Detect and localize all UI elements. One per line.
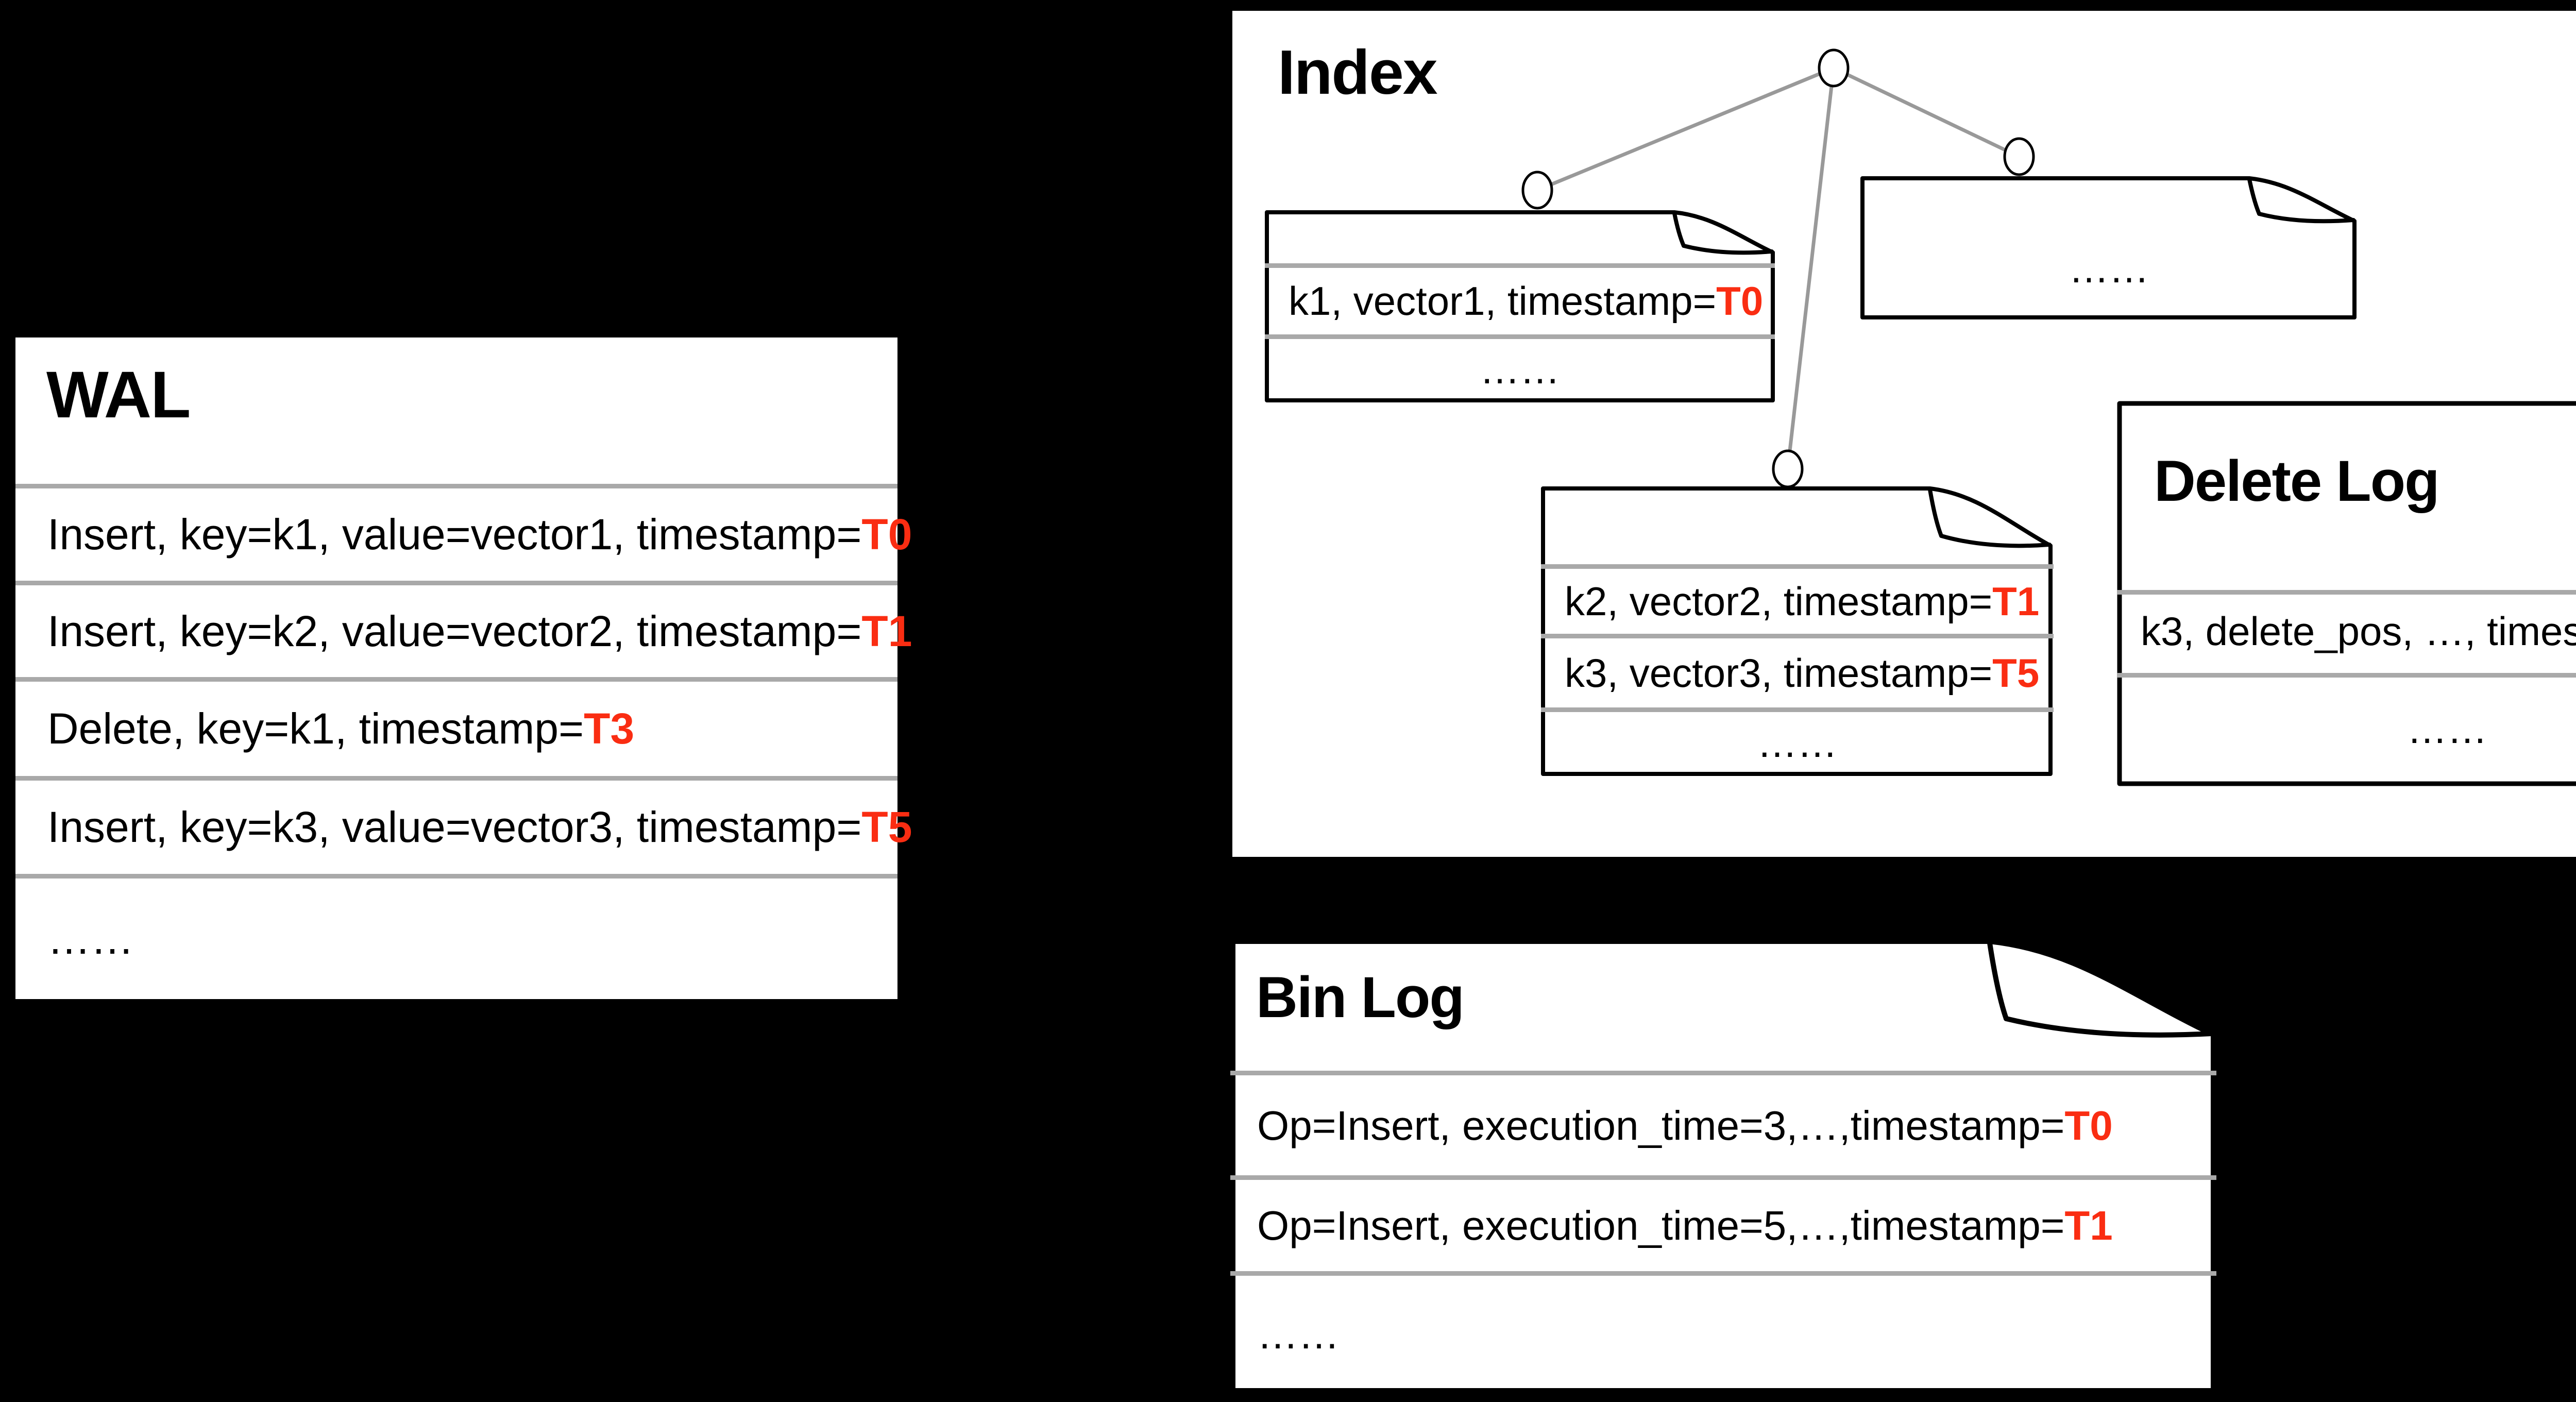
row-divider: [1265, 334, 1775, 339]
row-timestamp: T5: [861, 803, 912, 851]
row-timestamp: T1: [2064, 1202, 2113, 1248]
row-divider: [15, 484, 897, 488]
tree-edge: [1536, 66, 1835, 192]
page-outline: [1230, 939, 2216, 1393]
segment-row: ……: [1265, 339, 1775, 400]
wal-box: WAL Insert, key=k1, value=vector1, times…: [15, 337, 912, 999]
row-divider: [15, 677, 897, 682]
row-timestamp: T3: [584, 704, 635, 753]
folded-corner: [1987, 940, 2009, 1021]
row-divider: [2117, 590, 2576, 595]
row-text: k2, vector2, timestamp=: [1565, 578, 1993, 624]
row-timestamp: T1: [1992, 578, 2040, 624]
wal-row: Insert, key=k3, value=vector3, timestamp…: [15, 781, 912, 874]
tree-edge: [1833, 66, 2020, 159]
folded-corner: [2247, 177, 2261, 216]
row-divider: [15, 776, 897, 781]
row-text: k3, vector3, timestamp=: [1565, 650, 1993, 696]
row-divider: [15, 874, 897, 879]
row-text: Delete, key=k1, timestamp=: [47, 704, 584, 753]
segment-row: ……: [1860, 217, 2358, 319]
segment-row: k3, vector3, timestamp=T5: [1541, 638, 2054, 707]
row-text: Insert, key=k1, value=vector1, timestamp…: [47, 510, 862, 559]
index-title: Index: [1278, 37, 1438, 107]
tree-node-middle: [1772, 449, 1804, 488]
wal-row: Insert, key=k2, value=vector2, timestamp…: [15, 585, 912, 677]
bin-log-row: ……: [1230, 1276, 2216, 1393]
row-divider: [1541, 707, 2054, 712]
wal-row: ……: [15, 879, 897, 999]
row-timestamp: T0: [861, 510, 912, 559]
row-timestamp: T5: [1992, 650, 2040, 696]
row-text: ……: [1757, 720, 1838, 766]
row-text: Insert, key=k2, value=vector2, timestamp…: [47, 606, 862, 655]
row-divider: [1265, 263, 1775, 268]
delete-log-title: Delete Log: [2154, 449, 2440, 513]
segment-row: ……: [1541, 712, 2054, 774]
bin-log-row: Op=Insert, execution_time=5,…,timestamp=…: [1230, 1180, 2216, 1271]
folded-corner: [1672, 211, 1686, 248]
row-timestamp: T0: [2064, 1102, 2113, 1148]
row-divider: [1541, 634, 2054, 638]
row-divider: [1230, 1071, 2216, 1075]
folded-corner: [1928, 487, 1943, 538]
row-divider: [15, 581, 897, 585]
folded-corner: [1682, 244, 1774, 255]
row-text: Insert, key=k3, value=vector3, timestamp…: [47, 803, 862, 851]
bin-log-doc: Bin Log Op=Insert, execution_time=3,…,ti…: [1230, 939, 2216, 1393]
row-timestamp: T1: [861, 606, 912, 655]
bin-log-title: Bin Log: [1256, 965, 1465, 1029]
row-divider: [1230, 1175, 2216, 1180]
row-text: ……: [2069, 245, 2149, 291]
wal-title: WAL: [46, 358, 191, 432]
index-segment2-doc: k2, vector2, timestamp=T1 k3, vector3, t…: [1541, 486, 2054, 776]
row-text: k3, delete_pos, …, timestamp=: [2141, 609, 2576, 654]
row-divider: [1230, 1271, 2216, 1276]
index-other-segments-doc: ……: [1860, 176, 2358, 319]
row-text: Op=Insert, execution_time=5,…,timestamp=: [1257, 1202, 2065, 1248]
delete-log-row: ……: [2117, 678, 2576, 781]
row-text: ……: [1257, 1311, 1340, 1357]
row-text: ……: [1480, 346, 1560, 392]
tree-node-right: [2003, 137, 2035, 176]
index-panel: Index k1, vector1, timestamp=T0: [1232, 11, 2576, 857]
row-text: k1, vector1, timestamp=: [1289, 278, 1717, 324]
delete-log-row: k3, delete_pos, …, timestamp=T3: [2117, 595, 2576, 668]
folded-corner: [1939, 534, 2052, 548]
row-text: ……: [2407, 706, 2487, 752]
delete-log-doc: Delete Log k3, delete_pos, …, timestamp=…: [2117, 401, 2576, 786]
row-text: ……: [47, 914, 134, 963]
segment-row: k2, vector2, timestamp=T1: [1541, 569, 2054, 634]
tree-node-left: [1521, 171, 1553, 210]
bin-log-row: Op=Insert, execution_time=3,…,timestamp=…: [1230, 1076, 2216, 1175]
wal-row: Delete, key=k1, timestamp=T3: [15, 682, 897, 776]
row-divider: [2117, 673, 2576, 678]
tree-node-root: [1818, 48, 1850, 88]
row-text: Op=Insert, execution_time=3,…,timestamp=: [1257, 1102, 2065, 1148]
index-segment1-doc: k1, vector1, timestamp=T0 ……: [1265, 210, 1775, 402]
tree-edge: [1786, 67, 1836, 469]
folded-corner: [2257, 212, 2355, 224]
row-timestamp: T0: [1716, 278, 1764, 324]
wal-row: Insert, key=k1, value=vector1, timestamp…: [15, 488, 912, 581]
row-divider: [1541, 564, 2054, 569]
segment-row: k1, vector1, timestamp=T0: [1265, 268, 1775, 334]
folded-corner: [2004, 1016, 2214, 1038]
